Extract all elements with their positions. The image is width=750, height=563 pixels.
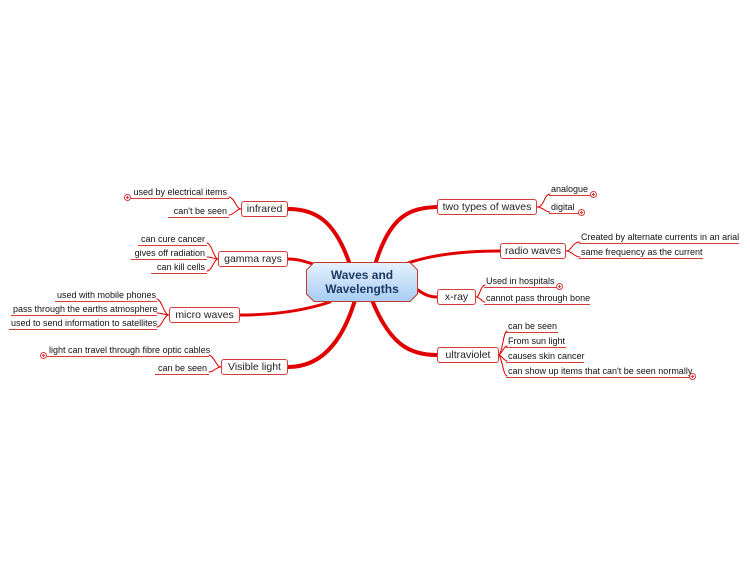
leaf-same-frequency[interactable]: same frequency as the current [579, 247, 703, 259]
leaf-digital[interactable]: digital [549, 201, 579, 214]
expand-plus-icon[interactable] [578, 209, 585, 216]
link-leaf [208, 366, 222, 373]
link-leaf [208, 354, 222, 368]
expand-plus-icon[interactable] [689, 373, 696, 380]
branch-ultraviolet[interactable]: ultraviolet [437, 347, 499, 363]
leaf-created-by-alternate-currents[interactable]: Created by alternate currents in an aria… [579, 232, 740, 244]
leaf-used-by-electrical-items[interactable]: used by electrical items [131, 186, 229, 199]
link-leaf [565, 241, 581, 252]
branch-radio-waves[interactable]: radio waves [500, 243, 566, 259]
link-leaf [498, 354, 508, 362]
link-leaf [536, 206, 551, 213]
link-infrared [286, 207, 352, 267]
leaf-used-in-hospitals[interactable]: Used in hospitals [484, 276, 556, 288]
leaf-uv-can-be-seen[interactable]: can be seen [506, 321, 558, 333]
link-leaf [156, 314, 170, 328]
leaf-cannot-pass-through-bone[interactable]: cannot pass through bone [484, 293, 591, 305]
central-topic-line1: Waves and [330, 268, 394, 282]
link-leaf [498, 330, 508, 356]
leaf-from-sun-light[interactable]: From sun light [506, 336, 566, 348]
branch-gamma-rays[interactable]: gamma rays [218, 251, 288, 267]
link-leaf [565, 250, 581, 258]
link-radio [403, 249, 502, 266]
expand-plus-icon[interactable] [590, 191, 597, 198]
link-leaf [498, 354, 508, 377]
leaf-can-cure-cancer[interactable]: can cure cancer [138, 233, 207, 246]
link-leaf [475, 296, 486, 303]
branch-two-types-of-waves[interactable]: two types of waves [437, 199, 537, 215]
link-xray [416, 288, 439, 299]
leaf-fibre-optic-cables[interactable]: light can travel through fibre optic cab… [47, 345, 211, 357]
expand-plus-icon[interactable] [40, 352, 47, 359]
branch-micro-waves[interactable]: micro waves [169, 307, 240, 323]
leaf-visible-can-be-seen[interactable]: can be seen [155, 362, 209, 375]
leaf-gives-off-radiation[interactable]: gives off radiation [131, 247, 207, 260]
link-leaf [228, 196, 242, 210]
leaf-can-kill-cells[interactable]: can kill cells [151, 261, 207, 274]
link-visible [286, 298, 357, 369]
leaf-causes-skin-cancer[interactable]: causes skin cancer [506, 351, 585, 363]
leaf-cant-be-seen[interactable]: can't be seen [168, 205, 229, 218]
expand-plus-icon[interactable] [124, 194, 131, 201]
leaf-pass-through-atmosphere[interactable]: pass through the earths atmosphere [11, 304, 158, 316]
leaf-send-info-satellites[interactable]: used to send information to satellites [9, 318, 158, 330]
central-topic-line2: Wavelengths [325, 282, 399, 296]
link-leaf [498, 345, 508, 356]
link-two-types [373, 205, 439, 267]
branch-x-ray[interactable]: x-ray [437, 289, 476, 305]
link-leaf [206, 258, 219, 272]
leaf-can-show-up-items[interactable]: can show up items that can't be seen nor… [506, 366, 693, 378]
link-leaf [228, 208, 242, 216]
leaf-analogue[interactable]: analogue [549, 183, 591, 196]
link-leaf [536, 193, 551, 208]
central-topic-outline [306, 262, 418, 302]
expand-plus-icon[interactable] [556, 283, 563, 290]
leaf-used-with-mobile-phones[interactable]: used with mobile phones [55, 290, 157, 302]
link-ultraviolet [370, 298, 439, 357]
branch-infrared[interactable]: infrared [241, 201, 288, 217]
branch-visible-light[interactable]: Visible light [221, 359, 288, 375]
link-leaf [156, 298, 170, 316]
central-topic[interactable]: Waves and Wavelengths [306, 262, 418, 302]
link-micro [238, 300, 332, 317]
